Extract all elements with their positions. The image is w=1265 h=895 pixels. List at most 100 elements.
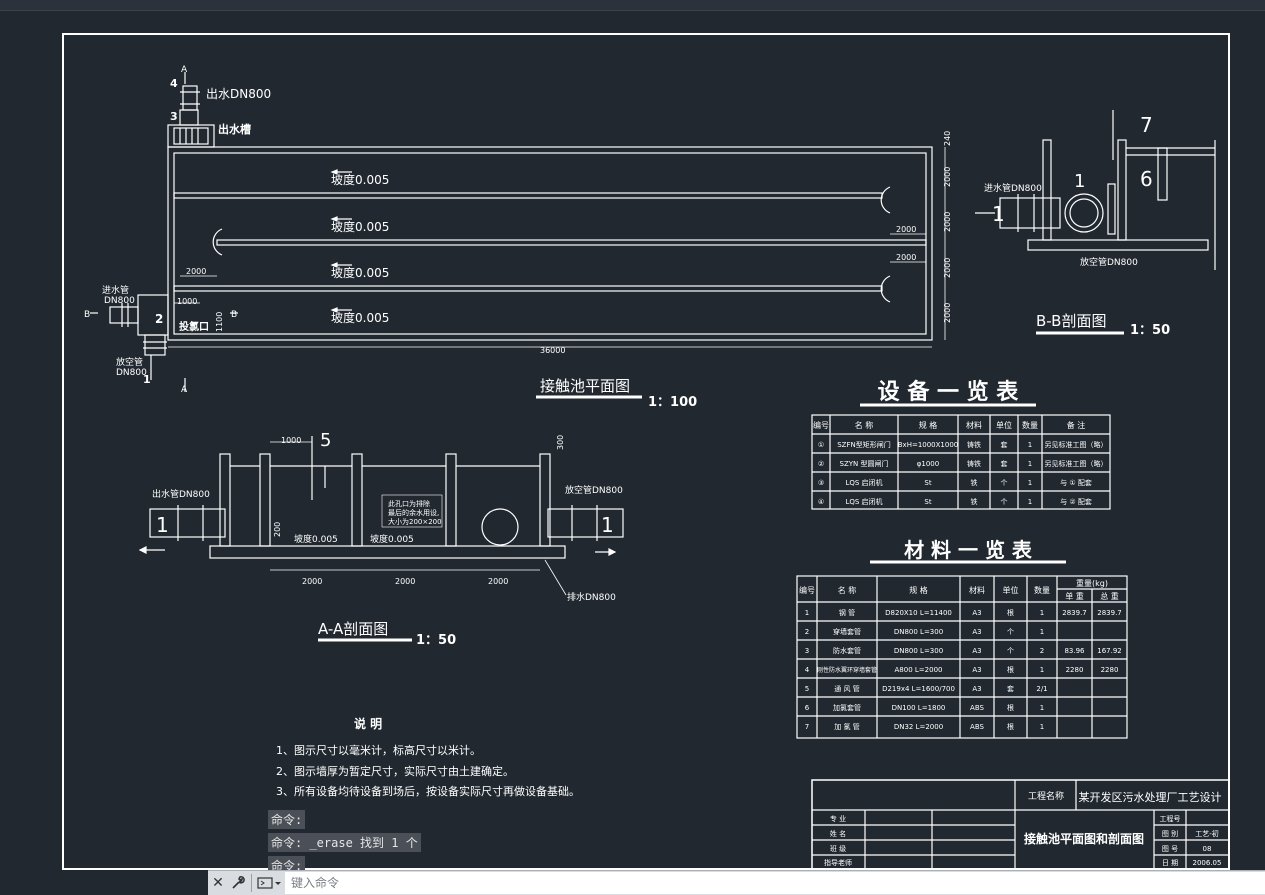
plan-inlet-label-2: DN800 bbox=[104, 296, 135, 306]
equipment-table-cell: St bbox=[924, 479, 931, 487]
materials-table-weight-subheader: 总 重 bbox=[1100, 591, 1119, 601]
equipment-table-header: 材料 bbox=[966, 420, 982, 430]
aa-note-2: 最后的余水用设, bbox=[388, 508, 439, 517]
section-bb-view bbox=[975, 110, 1216, 335]
aa-dim-1000: 1000 bbox=[281, 436, 301, 445]
plan-drain-label-2: DN800 bbox=[116, 368, 147, 378]
aa-slope-2: 坡度0.005 bbox=[370, 533, 414, 545]
materials-table-cell: 通 风 管 bbox=[834, 684, 859, 693]
equipment-table-cell: φ1000 bbox=[917, 460, 939, 468]
materials-table-cell: A3 bbox=[972, 647, 981, 655]
materials-table-cell: 1 bbox=[1040, 628, 1044, 636]
drawing-canvas[interactable]: 出水DN800 出水槽 坡度0.005 坡度0.005 坡度0.005 坡度0.… bbox=[0, 10, 1265, 870]
materials-table-cell: 1 bbox=[1040, 609, 1044, 617]
equipment-table-cell: 套 bbox=[1001, 459, 1008, 468]
materials-table-cell: 7 bbox=[805, 723, 809, 731]
bb-title: B-B剖面图 bbox=[1036, 312, 1106, 330]
equipment-table-header: 名 称 bbox=[855, 420, 874, 430]
command-history-line: 命令: _erase 找到 1 个 bbox=[268, 833, 421, 852]
tb-right-label-3: 图 号 bbox=[1162, 845, 1178, 853]
plan-view bbox=[90, 72, 946, 399]
plan-slope-4: 坡度0.005 bbox=[331, 310, 389, 325]
tb-left-label-4: 指导老师 bbox=[824, 858, 852, 867]
tb-project-label: 工程名称 bbox=[1028, 790, 1064, 802]
equipment-table-cell: 铁 bbox=[971, 497, 978, 506]
materials-table-cell: D219x4 L=1600/700 bbox=[882, 685, 955, 693]
aa-dim-2000-3: 2000 bbox=[488, 577, 508, 586]
materials-table-cell: DN100 L=1800 bbox=[892, 704, 946, 712]
equipment-table-cell: 另见标准工图（略） bbox=[1045, 459, 1108, 468]
materials-table-header: 数量 bbox=[1034, 585, 1050, 595]
aa-num-5: 5 bbox=[320, 430, 331, 451]
materials-table-cell: DN800 L=300 bbox=[894, 628, 943, 636]
tb-left-label-1: 专 业 bbox=[830, 814, 846, 823]
command-prompt-icon[interactable] bbox=[255, 873, 285, 893]
materials-table-cell: ABS bbox=[970, 704, 984, 712]
equipment-table-cell: 1 bbox=[1028, 479, 1032, 487]
plan-slope-1: 坡度0.005 bbox=[331, 172, 389, 187]
plan-dim-240: 240 bbox=[943, 131, 952, 146]
materials-table-cell: 2839.7 bbox=[1097, 609, 1122, 617]
materials-table-cell: 个 bbox=[1007, 647, 1014, 655]
command-history: 命令: 命令: _erase 找到 1 个 命令: bbox=[268, 810, 421, 879]
equipment-table-cell: ④ bbox=[818, 498, 824, 506]
materials-table-cell: 83.96 bbox=[1064, 647, 1085, 655]
wrench-icon[interactable] bbox=[228, 873, 248, 893]
close-icon[interactable]: ✕ bbox=[212, 875, 224, 891]
materials-table-header: 规 格 bbox=[909, 585, 928, 595]
bb-scale: 1：50 bbox=[1130, 323, 1170, 338]
bb-num-7: 7 bbox=[1140, 113, 1153, 137]
note-item-2: 2、图示墙厚为暂定尺寸，实际尺寸由土建确定。 bbox=[276, 764, 514, 778]
equipment-table-header: 备 注 bbox=[1067, 420, 1086, 430]
aa-note-1: 此孔口为排除 bbox=[388, 499, 430, 508]
plan-mark-b-right: B bbox=[231, 310, 237, 320]
materials-table-cell: 5 bbox=[805, 685, 809, 693]
equipment-table-grid bbox=[811, 403, 1111, 510]
materials-table-cell: 刚性防水翼环穿墙套管 bbox=[817, 666, 877, 674]
plan-inlet-label-1: 进水管 bbox=[102, 284, 129, 296]
materials-table-cell: 2280 bbox=[1101, 666, 1119, 674]
equipment-table-header: 规 格 bbox=[919, 420, 938, 430]
materials-table-cell: 2280 bbox=[1066, 666, 1084, 674]
plan-dim-1100: 1100 bbox=[215, 312, 224, 332]
materials-table-cell: 根 bbox=[1007, 665, 1014, 674]
equipment-table-cell: SZYN 型圆闸门 bbox=[840, 459, 889, 468]
plan-dim-2000-v3: 2000 bbox=[943, 258, 952, 278]
materials-table-header: 名 称 bbox=[838, 585, 857, 595]
plan-drain-label-1: 放空管 bbox=[116, 356, 143, 368]
tb-left-label-2: 姓 名 bbox=[830, 829, 846, 838]
equipment-table-cell: 与 ① 配套 bbox=[1060, 478, 1092, 487]
plan-dim-2000-a: 2000 bbox=[896, 225, 916, 234]
plan-dim-2000-v1: 2000 bbox=[943, 167, 952, 187]
equipment-table-header: 单位 bbox=[996, 420, 1012, 430]
equipment-table-cell: ② bbox=[818, 460, 824, 468]
materials-table-cell: 根 bbox=[1007, 703, 1014, 712]
note-item-1: 1、图示尺寸以毫米计，标高尺寸以米计。 bbox=[276, 743, 481, 757]
note-item-3: 3、所有设备均待设备到场后，按设备实际尺寸再做设备基础。 bbox=[276, 784, 580, 798]
equipment-table-cell: 另见标准工图（略） bbox=[1045, 440, 1108, 449]
section-aa-view bbox=[138, 436, 624, 642]
aa-scale: 1：50 bbox=[416, 633, 456, 648]
aa-num-1-right: 1 bbox=[601, 513, 614, 537]
command-input[interactable] bbox=[285, 872, 1265, 894]
aa-dim-200: 200 bbox=[273, 522, 282, 537]
materials-table-cell: 穿墙套管 bbox=[833, 627, 861, 636]
materials-table-cell: A800 L=2000 bbox=[895, 666, 943, 674]
tb-right-value-4: 2006.05 bbox=[1193, 859, 1222, 867]
drawing-border bbox=[62, 33, 1230, 870]
materials-table-cell: 2 bbox=[1040, 647, 1044, 655]
aa-dim-300: 300 bbox=[556, 435, 565, 450]
aa-num-1-left: 1 bbox=[156, 513, 169, 537]
materials-table-cell: 防水套管 bbox=[833, 646, 861, 655]
bb-drain-label: 放空管DN800 bbox=[1080, 256, 1138, 268]
plan-title: 接触池平面图 bbox=[540, 377, 630, 395]
top-toolbar-strip bbox=[0, 0, 1265, 11]
materials-table-cell: 6 bbox=[805, 704, 810, 712]
plan-mark-b-left: B bbox=[84, 310, 90, 320]
equipment-table-cell: LQS 启闭机 bbox=[845, 497, 882, 506]
materials-table-header: 单位 bbox=[1003, 585, 1019, 595]
equipment-table-header: 数量 bbox=[1022, 420, 1038, 430]
materials-table-cell: 167.92 bbox=[1097, 647, 1122, 655]
